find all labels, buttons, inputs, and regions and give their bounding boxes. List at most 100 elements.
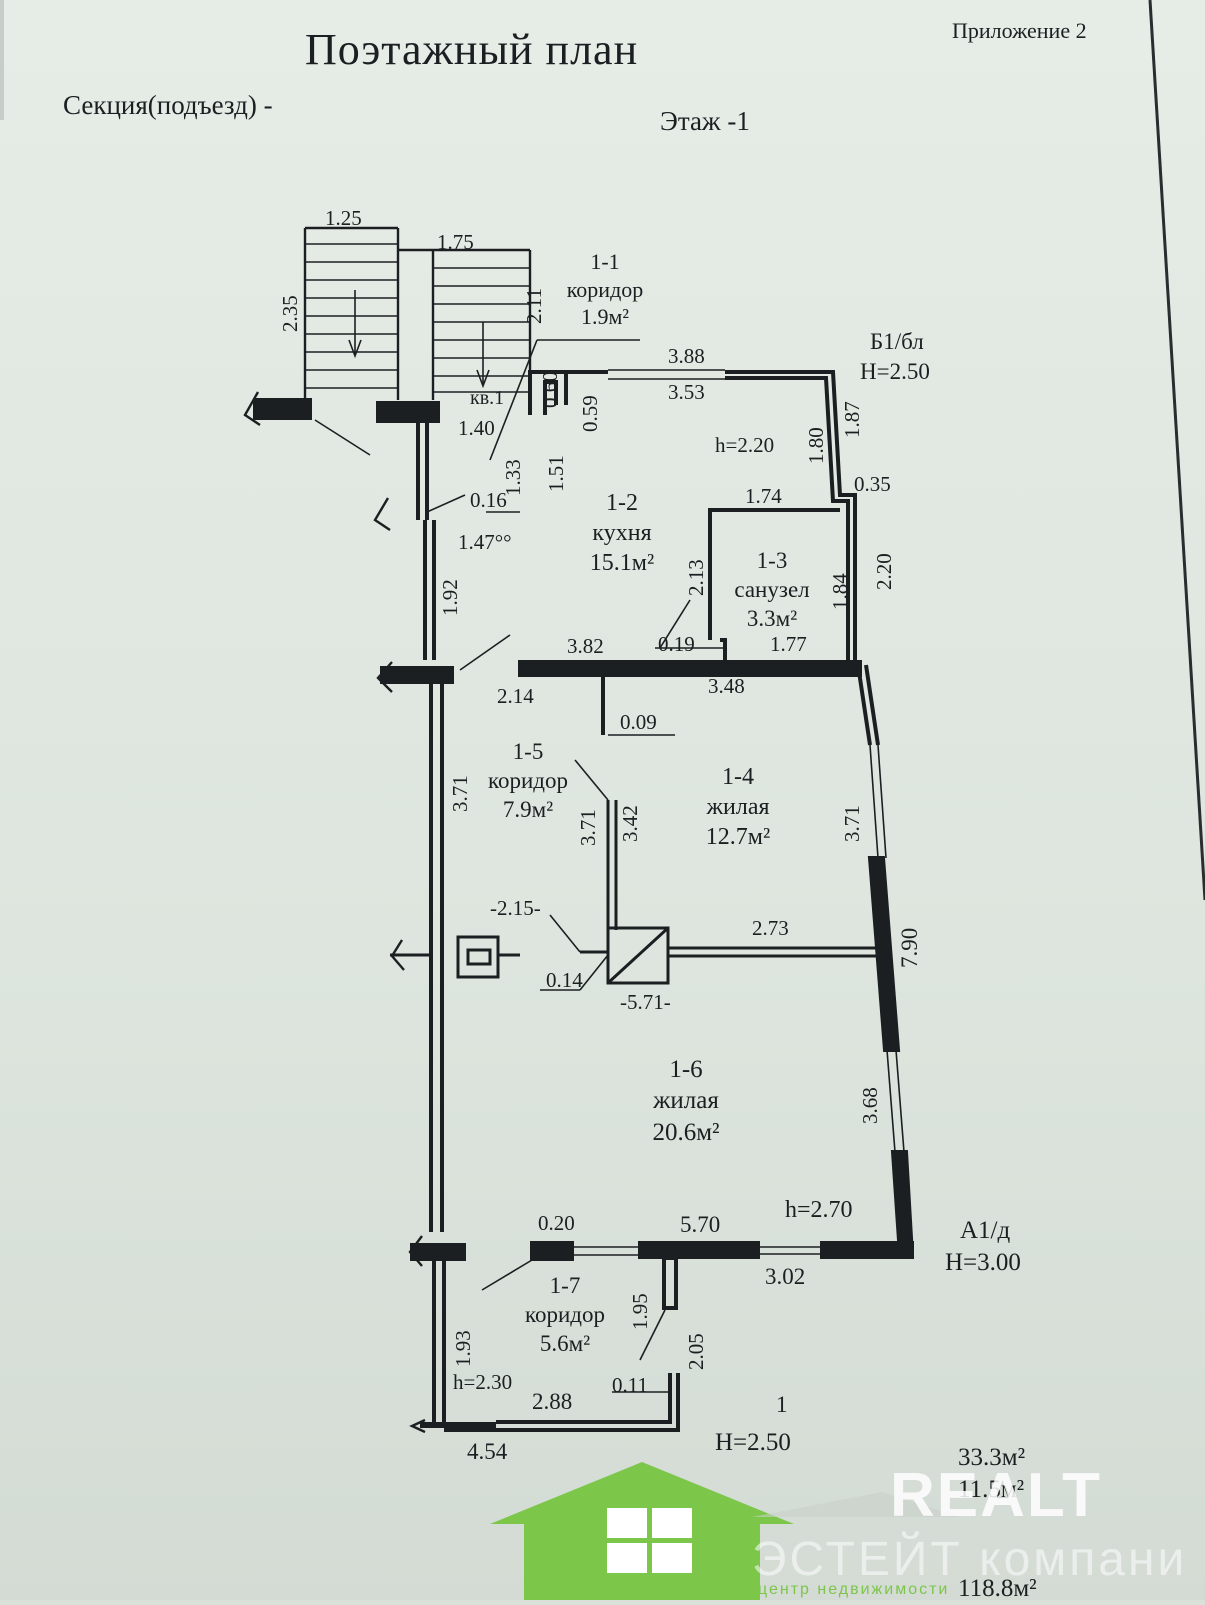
room-1-5: 1-5 коридор 7.9м² [488,738,568,824]
dim-h-6: 1.74 [745,484,782,508]
room-1-6: 1-6 жилая 20.6м² [652,1054,719,1148]
room-area: 12.7м² [705,824,771,850]
room-name: санузел [734,576,810,602]
house-logo-icon [490,1462,960,1600]
room-id: 1-7 [549,1273,581,1298]
dim-h-8: 1.47°° [458,530,512,554]
room-id: 1-4 [721,764,754,790]
dim-h-18: 0.14 [546,968,583,992]
leader-lines [314,339,830,1393]
dim-v-4: 0.59 [578,395,602,432]
room-area: 3.3м² [746,605,798,631]
dim-h-13: 2.14 [497,684,534,708]
total-area-1: 33.3м² [958,1444,1026,1471]
dim-v-5: 1.33 [501,459,525,496]
block-1-height: H=2.50 [715,1429,791,1456]
dim-h-12: 1.77 [770,632,807,656]
room-area: 15.1м² [589,550,655,576]
dim-v-16: 3.71 [840,805,864,842]
break-symbols [243,391,426,1434]
dim-v-8: 1.87 [840,401,864,438]
staircase [303,226,532,400]
room-id: 1-1 [590,249,620,274]
dim-v-6: 1.51 [544,455,568,492]
dim-v-2: 2.11 [522,288,546,324]
a1-label: А1/д [960,1217,1011,1244]
dim-h-19: -5.71- [620,990,671,1014]
dim-h-2: 1.75 [437,230,474,254]
page-title: Поэтажный план [305,25,639,74]
dim-h-3: 3.88 [668,344,705,368]
dim-h-25: 4.54 [467,1439,508,1464]
dim-v-21: 1.93 [451,1330,475,1367]
dim-h-16: -2.15- [490,896,541,920]
a1-height: H=3.00 [945,1249,1021,1276]
appendix-label: Приложение 2 [952,18,1087,43]
right-facade [820,664,915,1259]
room-name: жилая [706,794,770,820]
room-1-7: 1-7 коридор 5.6м² [525,1272,605,1358]
room-1-2: 1-2 кухня 15.1м² [590,488,654,578]
dim-v-18: 3.68 [858,1087,882,1124]
dim-h-4: 3.53 [668,380,705,404]
dim-v-1: 2.35 [278,295,302,332]
dim-h-11: 0.19 [658,632,695,656]
dim-h-20: 0.20 [538,1211,575,1235]
dim-h-24: 2.88 [532,1389,573,1414]
dim-h-1: 1.25 [325,206,362,230]
room-name: коридор [566,276,644,302]
dim-v-7: 1.80 [804,427,828,464]
watermark-sub: ЭСТЕЙТ компани [752,1533,1188,1586]
room-name: жилая [653,1087,719,1115]
dim-h-7: 0.16 [470,488,507,512]
dim-v-15: 3.42 [618,805,642,842]
dim-h-9: 1.40 [458,416,495,440]
section-label: Секция(подъезд) - [63,90,273,120]
dim-v-13: 3.71 [448,775,472,812]
room-area: 1.9м² [580,304,630,329]
dim-h-23: 0.11 [612,1373,648,1397]
room-area: 5.6м² [539,1330,591,1356]
dim-h-17: 2.73 [752,916,789,940]
room-name: кухня [592,520,652,546]
dim-v-19: 1.95 [628,1293,652,1330]
dim-v-20: 2.05 [684,1333,708,1370]
b1-label: Б1/бл [870,329,924,354]
dim-h-21: 5.70 [680,1212,721,1237]
room-1-4: 1-4 жилая 12.7м² [706,762,770,852]
apartment-label: кв.1 [470,387,505,409]
kitchen-height: h=2.20 [715,433,775,457]
room-name: коридор [524,1301,606,1327]
dim-h-10: 3.82 [567,634,604,658]
dim-h-14: 3.48 [708,674,745,698]
bottom-walls [420,1241,822,1432]
room-1-3: 1-3 санузел 3.3м² [734,547,809,633]
outer-walls [253,398,466,1422]
floor-label: Этаж -1 [660,106,750,136]
living-height: h=2.70 [785,1197,853,1223]
dim-v-9: 2.13 [684,559,708,596]
dim-v-12: 1.92 [438,579,462,616]
total-area-3: 118.8м² [958,1575,1037,1602]
b1-height: H=2.50 [860,359,930,384]
dim-h-5: 0.35 [854,472,891,496]
room-area: 20.6м² [652,1118,720,1146]
total-area-2: 11.5м² [958,1476,1025,1503]
watermark-brand: REALT [890,1461,1103,1530]
dim-v-10: 1.84 [828,573,852,610]
dim-h-22: 3.02 [765,1264,806,1289]
dim-v-17: 7.90 [897,927,922,968]
dim-v-11: 2.20 [872,553,896,590]
dim-v-14: 3.71 [576,809,600,846]
block-1-label: 1 [776,1392,788,1417]
room-name: коридор [487,767,569,793]
dim-v-3: 0.60 [538,371,562,408]
corridor-height: h=2.30 [453,1370,513,1394]
watermark-tagline: центр недвижимости [758,1581,950,1598]
dim-h-15: 0.09 [620,710,657,734]
realt-watermark: REALT ЭСТЕЙТ компани центр недвижимости [490,1462,1205,1600]
room-id: 1-5 [512,739,544,764]
room-id: 1-6 [669,1056,703,1083]
